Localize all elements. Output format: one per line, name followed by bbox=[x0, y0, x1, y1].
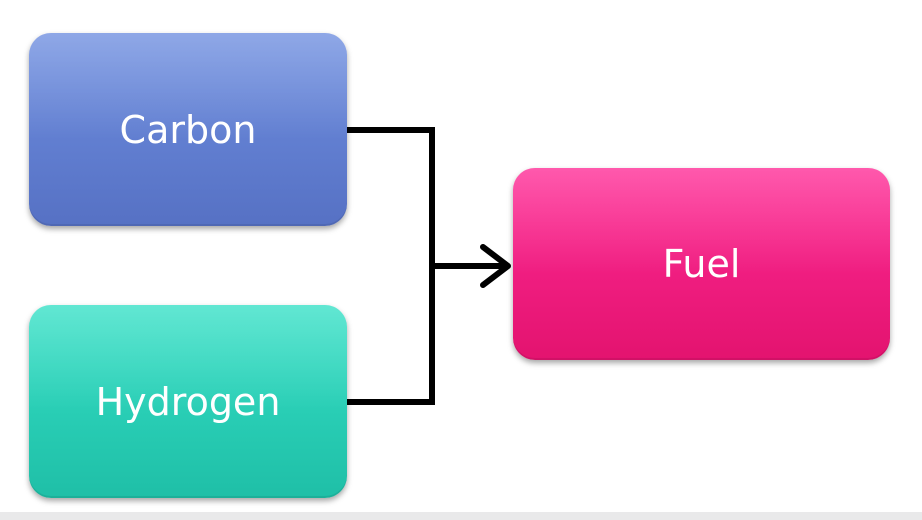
carbon-label: Carbon bbox=[119, 107, 257, 152]
carbon-node: Carbon bbox=[29, 33, 347, 226]
connector-hydrogen-to-fuel bbox=[347, 266, 435, 405]
connector-carbon-to-fuel bbox=[347, 127, 435, 266]
fuel-label: Fuel bbox=[662, 242, 741, 286]
bottom-strip bbox=[0, 512, 922, 520]
arrowhead-icon bbox=[480, 244, 511, 288]
fuel-node: Fuel bbox=[513, 168, 890, 360]
hydrogen-node: Hydrogen bbox=[29, 305, 347, 498]
hydrogen-label: Hydrogen bbox=[95, 379, 281, 424]
